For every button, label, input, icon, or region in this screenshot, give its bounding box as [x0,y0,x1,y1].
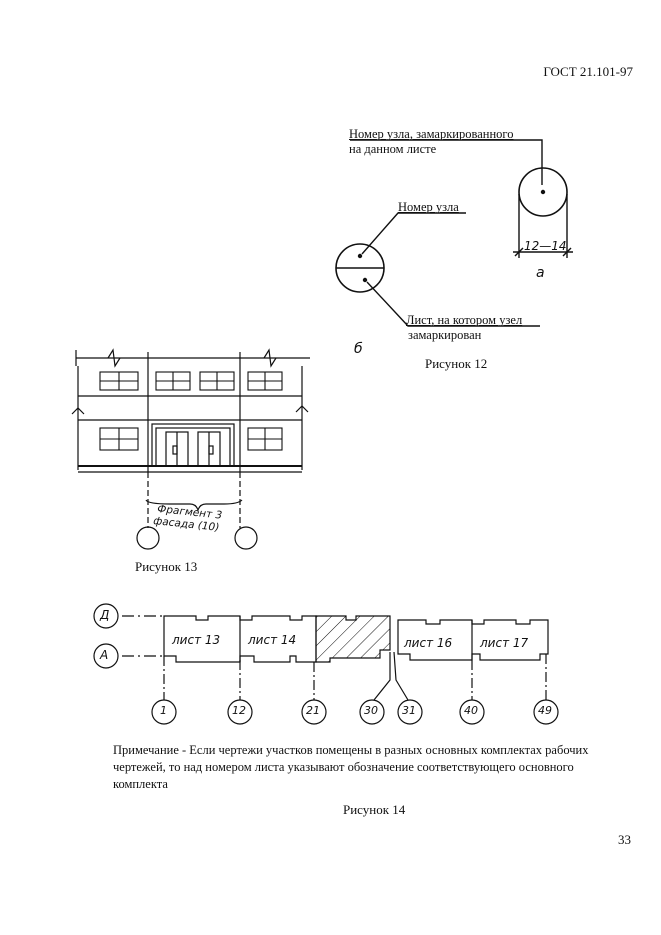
column-axis-label-31: 31 [402,704,416,717]
row-axis-circle-d [93,603,119,629]
fig13-caption: Рисунок 13 [135,559,198,574]
fragment-axis-circle-left [136,526,160,550]
note-text: Примечание - Если чертежи участков помещ… [113,743,589,791]
figure14-plan [93,603,559,725]
node-circle-a [518,167,568,217]
column-axis-label-40: 40 [464,704,478,717]
row-axis-label-d: Д [100,608,110,622]
page-number: 33 [618,832,631,847]
sheet-label-13: лист 13 [172,633,221,647]
column-axis-label-49: 49 [538,704,552,717]
fig14-caption: Рисунок 14 [343,802,406,817]
fig12-variant-a: а [536,265,545,281]
sheet-label-17: лист 17 [480,636,529,650]
sheet-label-14: лист 14 [248,633,297,647]
fragment-marker [136,472,258,550]
fig12-caption: Рисунок 12 [425,356,488,371]
row-axis-label-a: А [100,648,109,662]
column-axis-label-21: 21 [306,704,320,717]
column-axis-label-12: 12 [232,704,246,717]
column-axis-label-30: 30 [364,704,378,717]
figure13-facade [71,348,310,473]
fig12-label-node-on-sheet-2: на данном листе [349,142,437,156]
figure12-variant-a [350,139,573,258]
facade-windows [99,371,283,451]
fragment-axis-circle-right [234,526,258,550]
fig12-label-sheet-marked: Лист, на котором узел [406,313,523,327]
row-axis-circle-a [93,643,119,669]
document-standard-code: ГОСТ 21.101-97 [543,64,633,79]
fig12-dimension: 12—14 [524,239,567,253]
fig12-label-node-on-sheet: Номер узла, замаркированного [349,127,514,141]
fig12-label-sheet-marked-2: замаркирован [408,328,482,342]
sheet-label-16: лист 16 [404,636,453,650]
fig12-variant-b: б [354,341,363,357]
figure12-variant-b [335,212,540,327]
column-axis-label-1: 1 [160,704,167,717]
fig12-label-node-number: Номер узла [398,200,459,214]
